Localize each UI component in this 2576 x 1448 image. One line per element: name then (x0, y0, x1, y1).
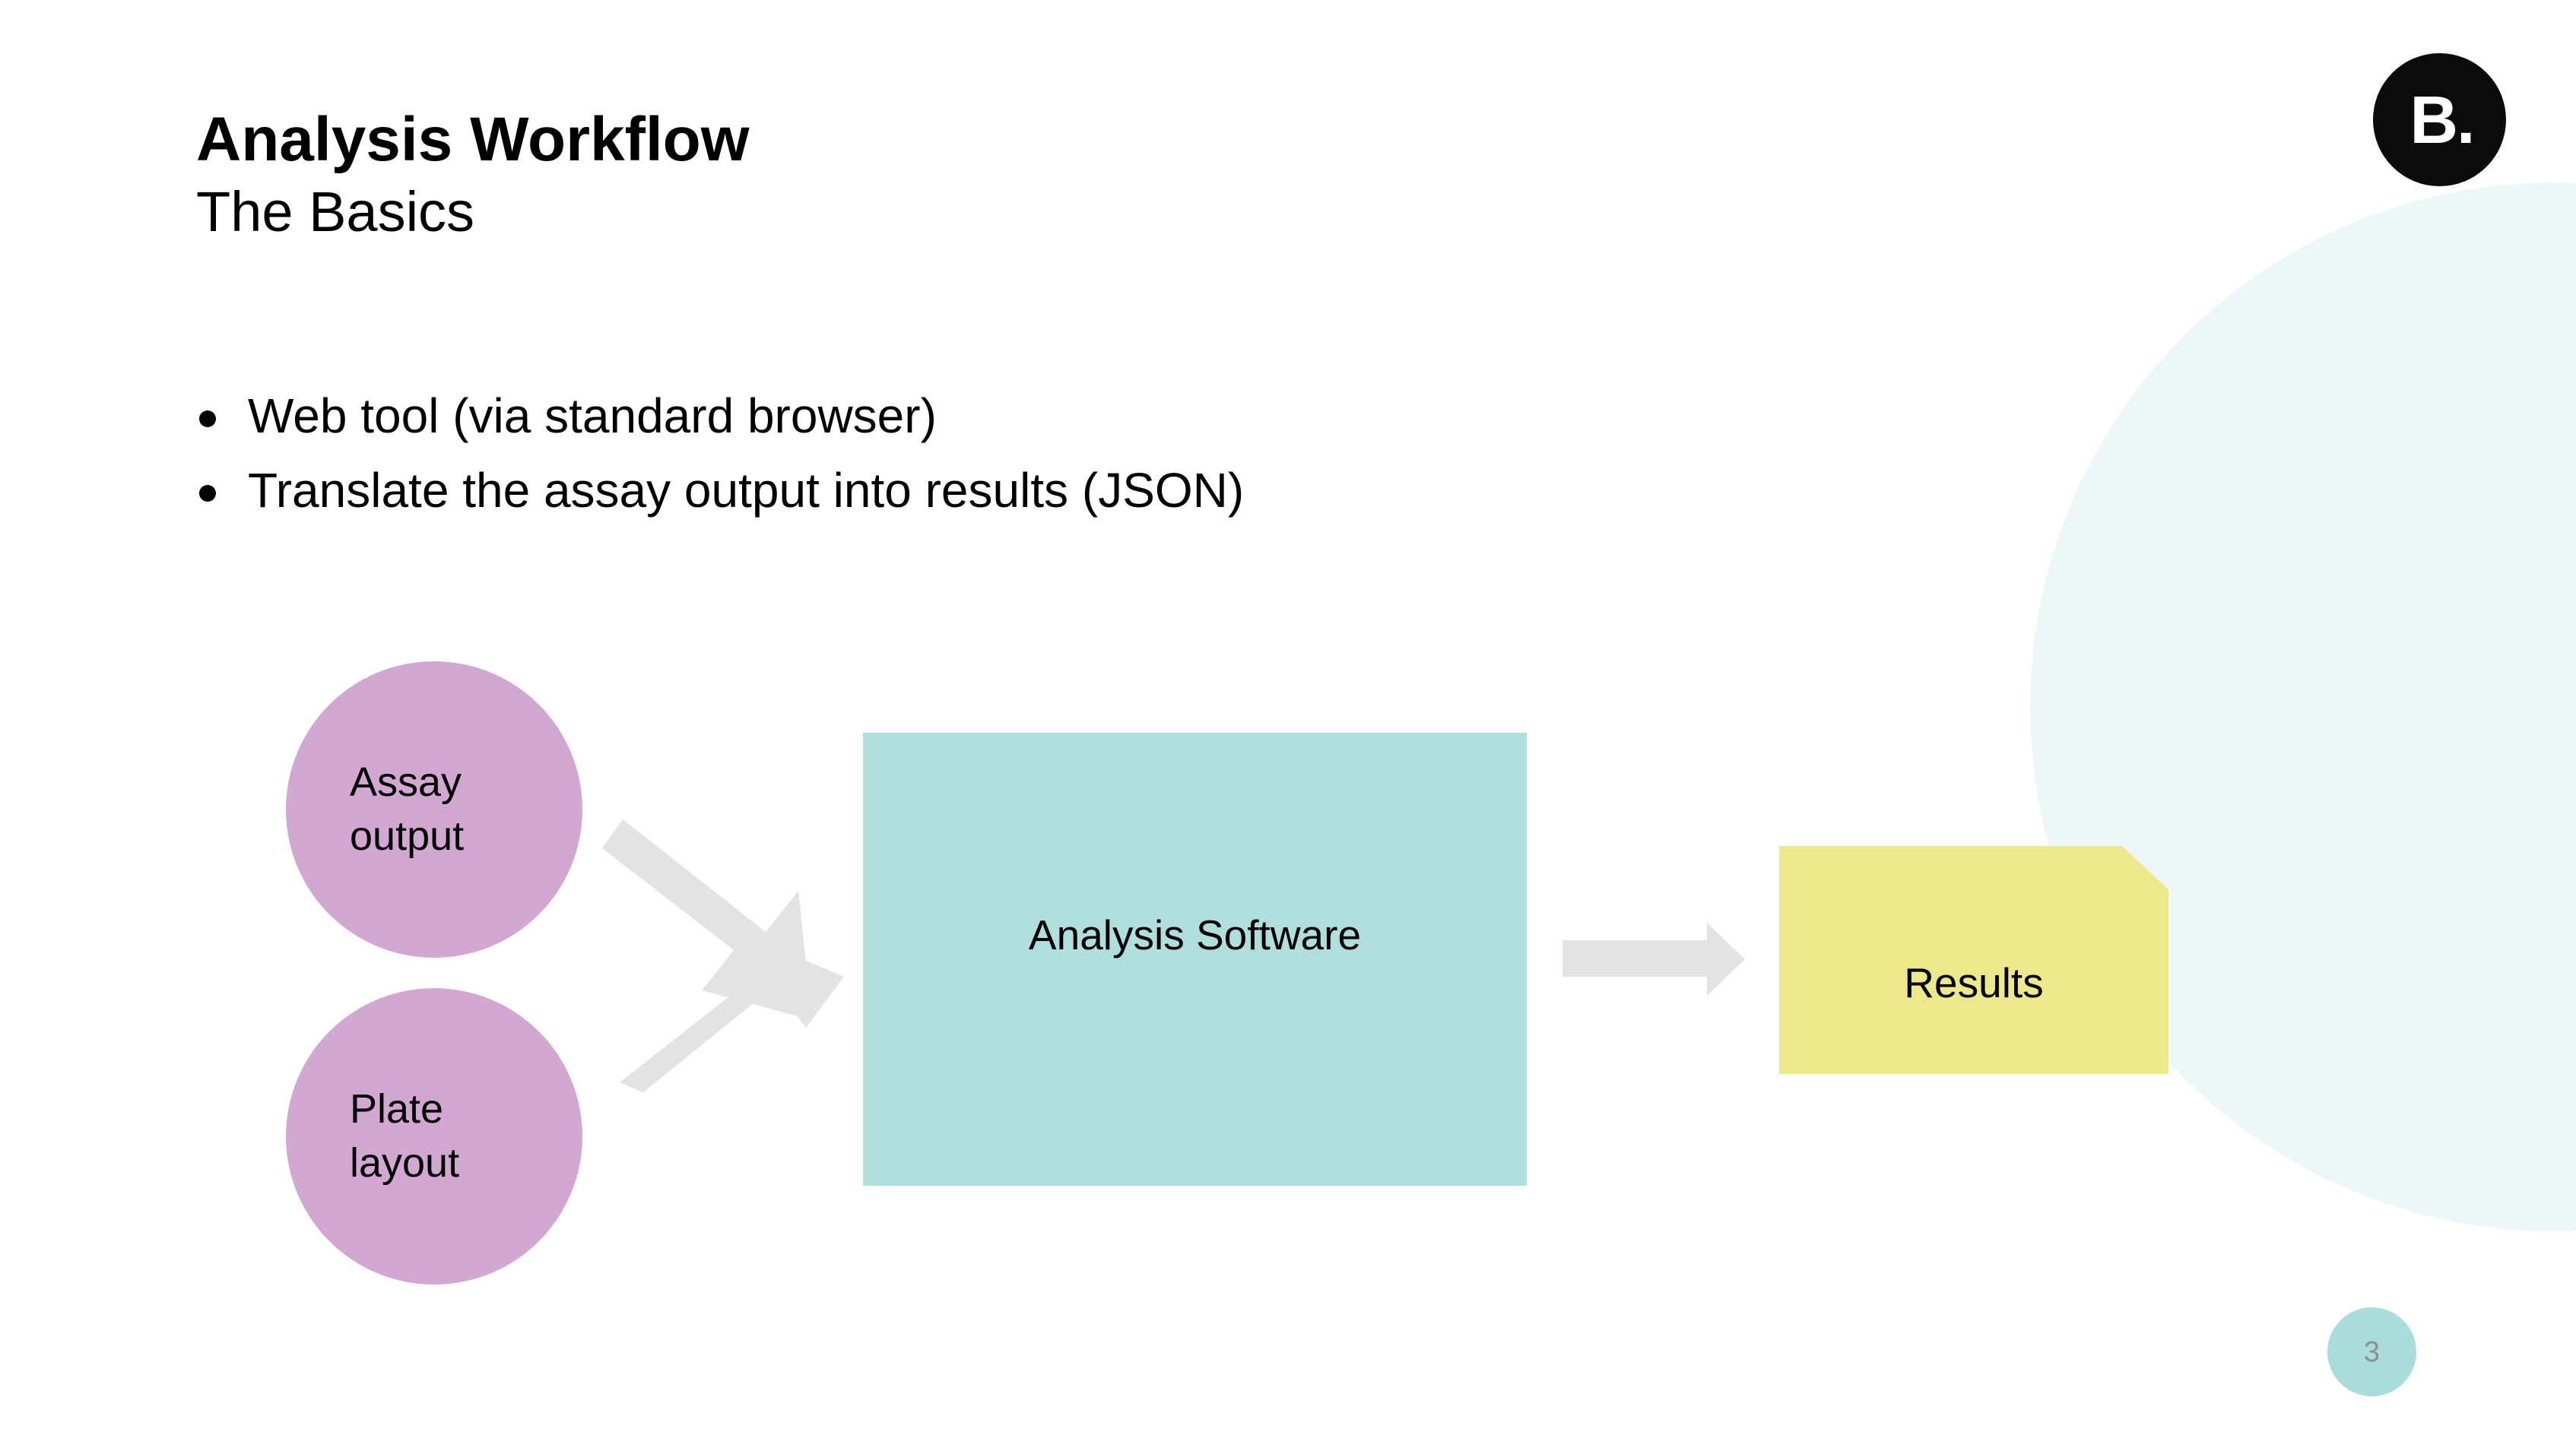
arrow-plate-to-software (620, 929, 844, 1092)
diagram-node-results[interactable]: Results (1779, 846, 2168, 1074)
bullet-dot-icon (199, 484, 216, 502)
bullet-text: Web tool (via standard browser) (248, 388, 937, 443)
node-label-line-2: layout (350, 1140, 460, 1186)
brand-b-logo-icon: B. (2409, 81, 2476, 157)
diagram-node-label: Assay output (286, 756, 464, 864)
page-number-badge: 3 (2327, 1307, 2416, 1396)
bullet-text: Translate the assay output into results … (248, 462, 1245, 518)
bullet-list: Web tool (via standard browser) Translat… (199, 388, 1244, 536)
brand-logo[interactable]: B. (2373, 53, 2506, 186)
bullet-dot-icon (199, 410, 216, 427)
arrow-software-to-results (1562, 923, 1745, 996)
node-label-line-1: Assay (350, 759, 462, 805)
page-subtitle: The Basics (196, 179, 475, 243)
diagram-node-label: Plate layout (286, 1082, 459, 1191)
node-label-line-2: output (350, 813, 465, 859)
diagram-node-label: Analysis Software (1028, 911, 1362, 958)
page-title: Analysis Workflow (196, 105, 750, 174)
arrow-assay-to-software (602, 819, 812, 1020)
diagram-node-analysis-software[interactable]: Analysis Software (863, 733, 1527, 1186)
slide-header: Analysis Workflow The Basics (196, 106, 750, 246)
diagram-node-plate-layout[interactable]: Plate layout (286, 988, 582, 1285)
diagram-node-assay-output[interactable]: Assay output (286, 661, 582, 958)
list-item: Web tool (via standard browser) (199, 388, 1244, 445)
node-label-line-1: Plate (350, 1085, 444, 1132)
diagram-node-label: Results (1904, 959, 2044, 1006)
page-number: 3 (2363, 1336, 2381, 1368)
list-item: Translate the assay output into results … (199, 462, 1244, 520)
